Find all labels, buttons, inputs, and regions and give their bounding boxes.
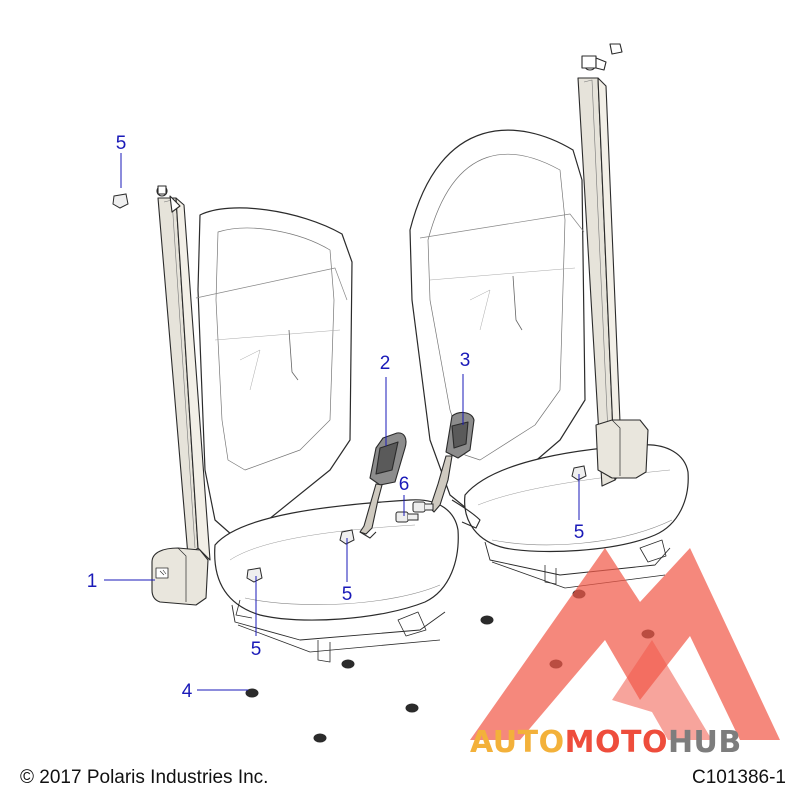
copyright-text: © 2017 Polaris Industries Inc.: [20, 767, 269, 788]
watermark-part-hub: HUB: [668, 725, 742, 760]
callout-label: 6: [399, 474, 410, 495]
left-belt-retractor-assembly: [151, 185, 211, 606]
callout-label: 1: [87, 571, 98, 592]
callout-labels: 5 2 3 6 1 5 5 5 4: [87, 133, 585, 702]
leader-lines: [104, 153, 580, 691]
callout-label: 5: [251, 639, 262, 660]
callout-label: 3: [460, 350, 471, 371]
callout-label: 2: [380, 353, 391, 374]
watermark-part-moto: MOTO: [565, 725, 668, 760]
callout-label: 5: [116, 133, 127, 154]
buckle-part-3: [429, 411, 481, 529]
bolt-part-6: [395, 501, 434, 523]
callout-label: 5: [342, 584, 353, 605]
svg-text:AUTOMOTOHUB: AUTOMOTOHUB: [470, 725, 742, 760]
drawing-number: C101386-1: [691, 767, 786, 788]
automotohub-watermark-logo: [470, 548, 780, 740]
callout-label: 5: [574, 522, 585, 543]
callout-label: 4: [182, 681, 193, 702]
right-belt-retractor-assembly: [577, 43, 649, 487]
nut-parts-5: [112, 193, 587, 583]
watermark-part-auto: AUTO: [470, 725, 565, 760]
buckle-part-2: [359, 432, 407, 539]
automotohub-watermark-text: AUTOMOTOHUB: [470, 725, 742, 760]
left-seat: [195, 207, 459, 663]
